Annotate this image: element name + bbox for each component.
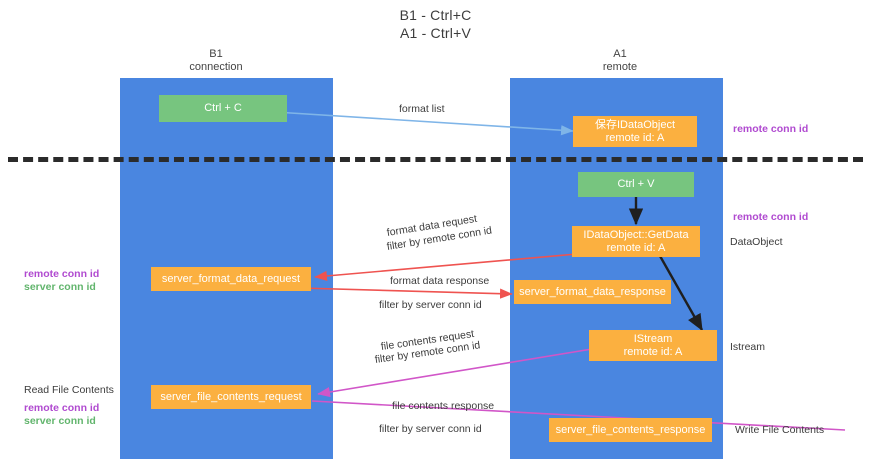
box-server-file-contents-request-label: server_file_contents_request [160, 390, 302, 403]
edge-label-file-contents-request-filter-prefix: filter by [374, 348, 413, 366]
box-idataobject-getdata-line-2: remote id: A [606, 241, 666, 254]
edge-label-file-contents-response-filter: filter by server conn id [379, 423, 482, 436]
box-server-format-data-request[interactable]: server_format_data_request [151, 267, 311, 291]
box-server-format-data-request-label: server_format_data_request [161, 272, 301, 285]
column-caption-b1: B1 connection [136, 48, 296, 74]
box-server-format-data-response[interactable]: server_format_data_response [514, 280, 671, 304]
column-caption-b1-name: B1 [209, 48, 223, 60]
edge-label-format-data-response-filter-prefix: filter by [379, 299, 416, 311]
annotation-left-remote-conn-id-mid: remote conn id [24, 268, 100, 280]
box-ctrl-v[interactable]: Ctrl + V [578, 172, 694, 197]
box-server-file-contents-response-label: server_file_contents_response [555, 423, 706, 436]
edge-label-file-contents-response-filter-prefix: filter by [379, 423, 416, 435]
diagram-title-line-2: A1 - Ctrl+V [399, 25, 472, 41]
box-save-idataobject-line-1: 保存IDataObject [594, 118, 676, 131]
annotation-left-server-conn-id-bottom: server conn id [24, 415, 96, 427]
annotation-right-istream: Istream [730, 341, 766, 353]
diagram-title-line-1: B1 - Ctrl+C [399, 7, 472, 23]
annotation-left-remote-conn-id-bottom: remote conn id [24, 402, 100, 414]
box-istream-line-2: remote id: A [623, 345, 683, 358]
column-caption-a1-name: A1 [613, 48, 627, 60]
box-idataobject-getdata[interactable]: IDataObject::GetData remote id: A [572, 226, 700, 257]
column-caption-a1-sub: remote [602, 61, 638, 73]
edge-label-file-contents-response-filter-key: server conn id [415, 423, 482, 435]
edge-label-file-contents-response: file contents response [392, 400, 495, 412]
column-caption-a1: A1 remote [540, 48, 700, 74]
annotation-right-write-file-contents: Write File Contents [735, 424, 825, 436]
annotation-left-server-conn-id-mid: server conn id [24, 281, 96, 293]
box-save-idataobject-line-2: remote id: A [605, 131, 665, 144]
annotation-right-remote-conn-id-mid: remote conn id [733, 211, 809, 223]
annotation-right-dataobject: DataObject [730, 236, 783, 248]
box-ctrl-c-label: Ctrl + C [204, 102, 242, 114]
box-istream[interactable]: IStream remote id: A [589, 330, 717, 361]
box-ctrl-c[interactable]: Ctrl + C [159, 95, 287, 122]
box-server-file-contents-response[interactable]: server_file_contents_response [549, 418, 712, 442]
diagram-title: B1 - Ctrl+C A1 - Ctrl+V [0, 6, 871, 42]
edge-label-format-data-response: format data response [390, 275, 490, 287]
annotation-right-remote-conn-id-top: remote conn id [733, 123, 809, 135]
phase-separator [8, 157, 863, 162]
box-server-file-contents-request[interactable]: server_file_contents_request [151, 385, 311, 409]
box-ctrl-v-label: Ctrl + V [617, 178, 655, 190]
column-caption-b1-sub: connection [189, 61, 243, 73]
box-save-idataobject[interactable]: 保存IDataObject remote id: A [573, 116, 697, 147]
edge-label-format-data-response-filter-key: server conn id [415, 299, 482, 311]
edge-label-format-data-response-filter: filter by server conn id [379, 299, 482, 312]
edge-label-format-list: format list [399, 103, 445, 115]
box-server-format-data-response-label: server_format_data_response [519, 285, 666, 298]
box-istream-line-1: IStream [633, 332, 673, 345]
box-idataobject-getdata-line-1: IDataObject::GetData [583, 228, 689, 241]
annotation-left-read-file-contents: Read File Contents [24, 384, 114, 396]
